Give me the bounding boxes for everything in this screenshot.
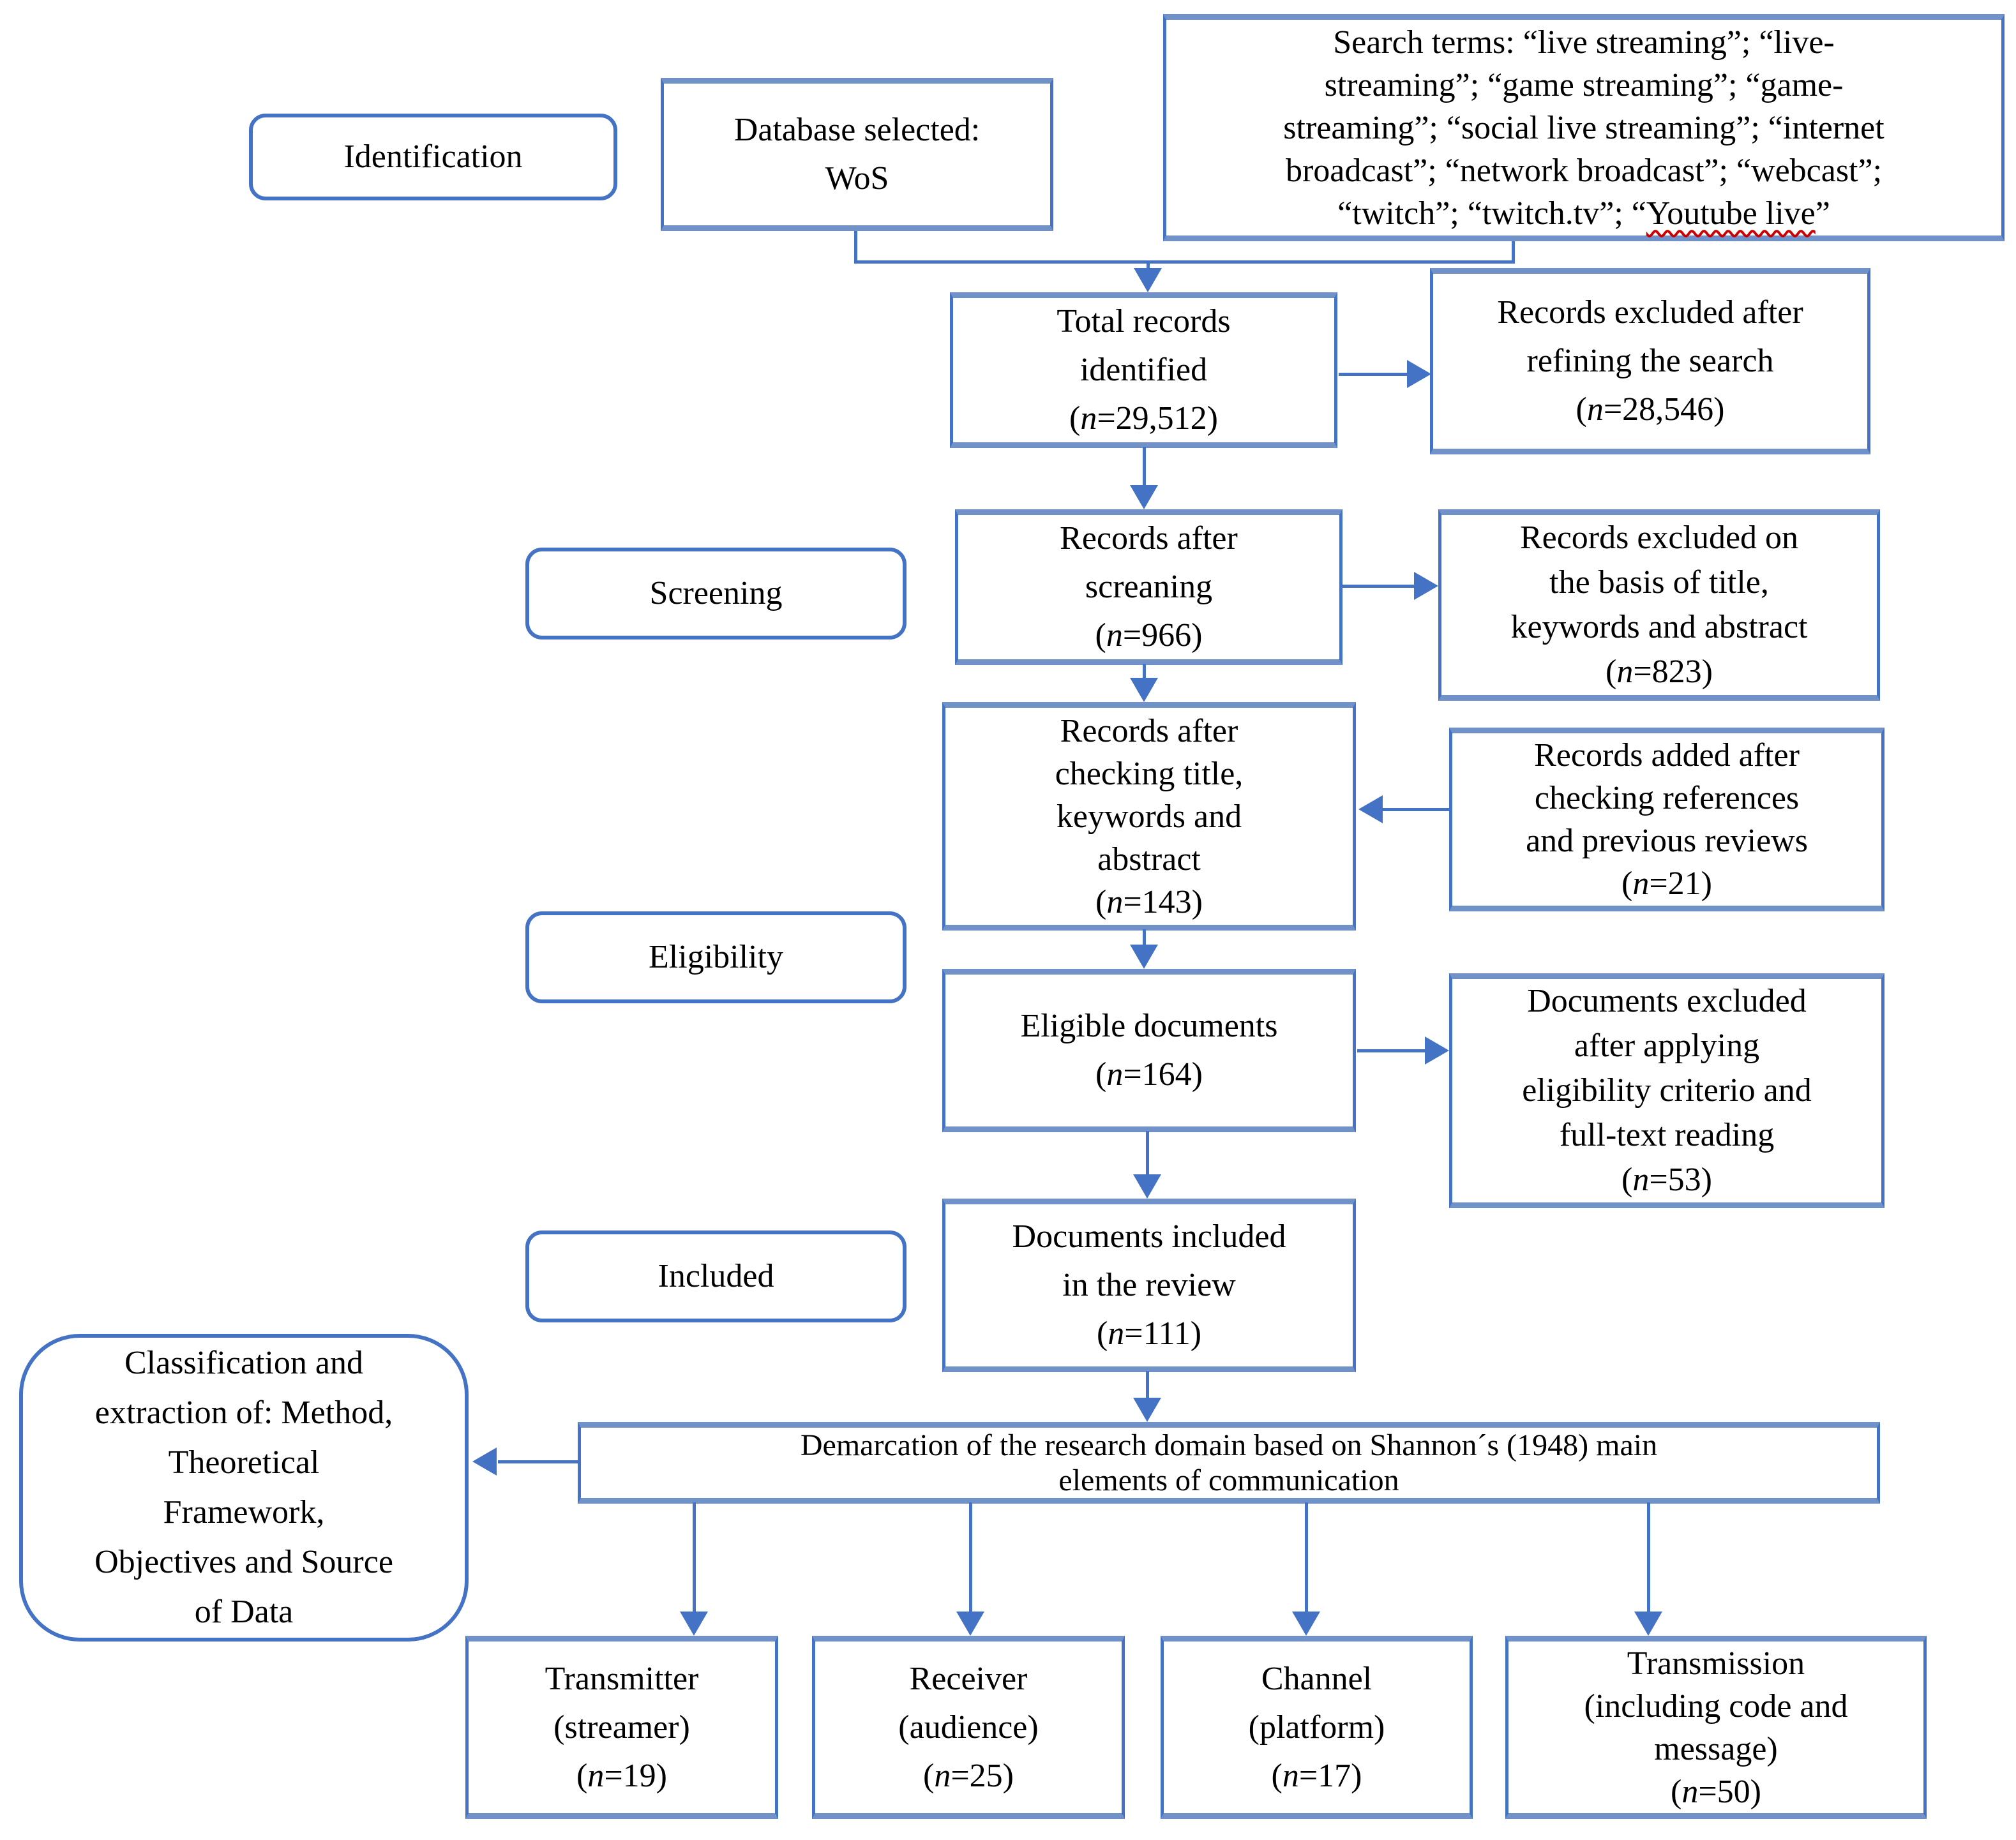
arrow-screening-to-excluded-shaft [1343,585,1416,588]
connector-database-stub [854,231,857,263]
box-eligible-documents: Eligible documents(n=164) [942,969,1356,1132]
connector-search-stub [1512,241,1515,263]
arrow-demarcation-to-receiver-shaft [969,1502,972,1614]
box-receiver: Receiver(audience)(n=25) [812,1636,1125,1819]
arrow-checking-to-eligible-shaft [1143,929,1146,947]
arrow-demarcation-to-transmitter-head [680,1612,708,1636]
arrow-added-to-checking-head [1358,795,1383,823]
arrow-screening-to-checking-shaft [1143,664,1146,680]
arrow-eligible-to-included-shaft [1146,1131,1149,1177]
arrow-demarcation-to-transmitter-shaft [693,1502,696,1614]
arrow-demarcation-to-transmission-shaft [1647,1502,1650,1614]
arrow-demarcation-to-channel-shaft [1305,1502,1308,1614]
stage-included: Included [525,1230,906,1322]
arrow-join-to-total-head [1134,268,1162,292]
arrow-demarcation-to-classification-shaft [498,1460,578,1463]
box-transmitter: Transmitter(streamer)(n=19) [465,1636,778,1819]
arrow-screening-to-checking-head [1130,678,1158,702]
arrow-added-to-checking-shaft [1383,808,1449,811]
arrow-demarcation-to-channel-head [1292,1612,1320,1636]
arrow-total-to-excluded-shaft [1339,373,1409,376]
stage-screening: Screening [525,548,906,640]
arrow-eligible-to-excluded-shaft [1357,1049,1427,1052]
stage-identification: Identification [249,114,617,200]
arrow-total-to-excluded-head [1407,360,1431,388]
spellcheck-underline: Youtube live [1646,195,1816,232]
box-database-selected: Database selected:WoS [661,78,1053,231]
arrow-total-to-screening-shaft [1143,447,1146,486]
arrow-eligible-to-excluded-head [1425,1036,1449,1065]
connector-join-horizontal [854,260,1515,264]
box-search-terms: Search terms: “live streaming”; “live-st… [1163,14,2005,241]
arrow-total-to-screening-head [1130,485,1158,509]
arrow-demarcation-to-receiver-head [956,1612,984,1636]
stage-eligibility: Eligibility [525,911,906,1003]
arrow-demarcation-to-transmission-head [1634,1612,1662,1636]
arrow-eligible-to-included-head [1133,1174,1161,1199]
arrow-screening-to-excluded-head [1414,572,1438,600]
arrow-demarcation-to-classification-head [472,1447,497,1476]
arrow-included-to-demarcation-shaft [1146,1371,1149,1400]
box-demarcation: Demarcation of the research domain based… [578,1422,1880,1504]
arrow-included-to-demarcation-head [1133,1398,1161,1422]
box-channel: Channel(platform)(n=17) [1161,1636,1473,1819]
arrow-checking-to-eligible-head [1130,945,1158,969]
